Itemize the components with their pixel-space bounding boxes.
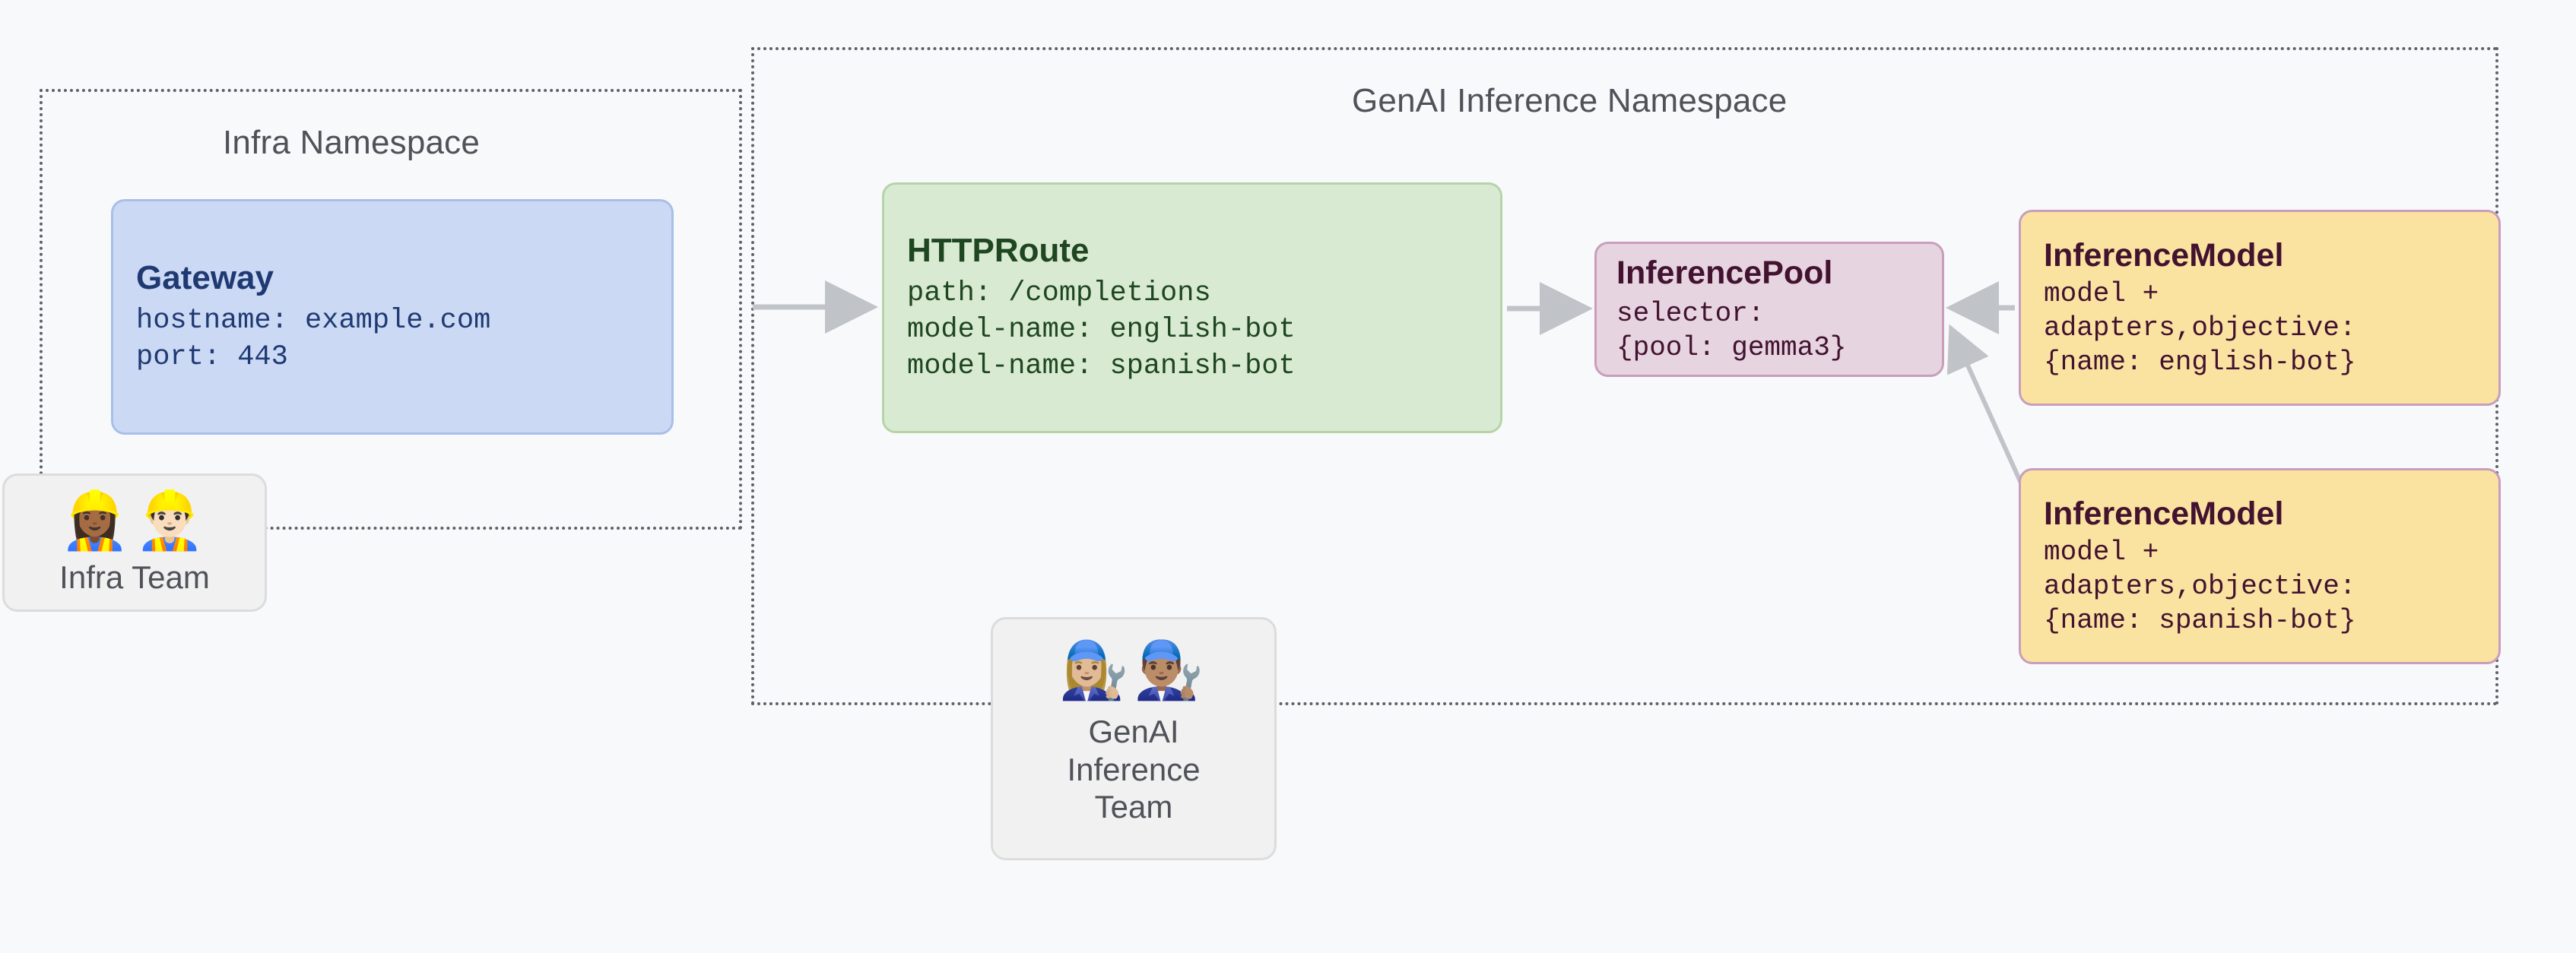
namespace-title-infra: Infra Namespace	[223, 124, 481, 161]
inferencemodel-spanish-line-1: model +	[2044, 536, 2159, 568]
httproute-title: HTTPRoute	[907, 231, 1090, 269]
namespace-boundary-infra	[40, 89, 742, 530]
resource-card-gateway[interactable]: Gateway hostname: example.com port: 443	[111, 199, 674, 435]
resource-card-inferencepool[interactable]: InferencePool selector: {pool: gemma3}	[1594, 242, 1944, 377]
team-label-infra: Infra Team	[59, 559, 210, 596]
httproute-model-name-spanish: model-name: spanish-bot	[907, 350, 1296, 382]
inferencemodel-spanish-title: InferenceModel	[2044, 495, 2284, 533]
inferencemodel-spanish-line-3: {name: spanish-bot}	[2044, 604, 2356, 636]
inferencepool-selector-value: {pool: gemma3}	[1616, 332, 1847, 364]
resource-card-httproute[interactable]: HTTPRoute path: /completions model-name:…	[882, 182, 1502, 433]
inferencepool-selector-key: selector:	[1616, 298, 1765, 330]
inferencemodel-spanish-line-2: adapters,objective:	[2044, 570, 2356, 602]
team-label-genai-inference: GenAI Inference Team	[1067, 714, 1201, 825]
resource-card-inferencemodel-spanish[interactable]: InferenceModel model + adapters,objectiv…	[2019, 468, 2501, 664]
gateway-title: Gateway	[136, 258, 274, 296]
gateway-hostname: hostname: example.com	[136, 304, 491, 337]
inferencepool-title: InferencePool	[1616, 254, 1833, 291]
httproute-path: path: /completions	[907, 277, 1211, 309]
resource-card-inferencemodel-english[interactable]: InferenceModel model + adapters,objectiv…	[2019, 210, 2501, 406]
httproute-model-name-english: model-name: english-bot	[907, 313, 1296, 346]
construction-worker-icons: 👷🏾‍♀️👷🏻‍♂️	[59, 489, 210, 552]
inferencemodel-english-title: InferenceModel	[2044, 237, 2284, 274]
inferencemodel-english-line-1: model +	[2044, 277, 2159, 309]
gateway-port: port: 443	[136, 340, 288, 373]
inferencemodel-english-line-2: adapters,objective:	[2044, 312, 2356, 344]
namespace-title-genai: GenAI Inference Namespace	[1352, 82, 1788, 119]
inferencemodel-english-line-3: {name: english-bot}	[2044, 346, 2356, 378]
team-card-infra[interactable]: 👷🏾‍♀️👷🏻‍♂️ Infra Team	[2, 473, 267, 612]
mechanic-icons: 👩🏼‍🔧👨🏽‍🔧	[1058, 638, 1209, 701]
team-card-genai-inference[interactable]: 👩🏼‍🔧👨🏽‍🔧 GenAI Inference Team	[991, 617, 1277, 860]
